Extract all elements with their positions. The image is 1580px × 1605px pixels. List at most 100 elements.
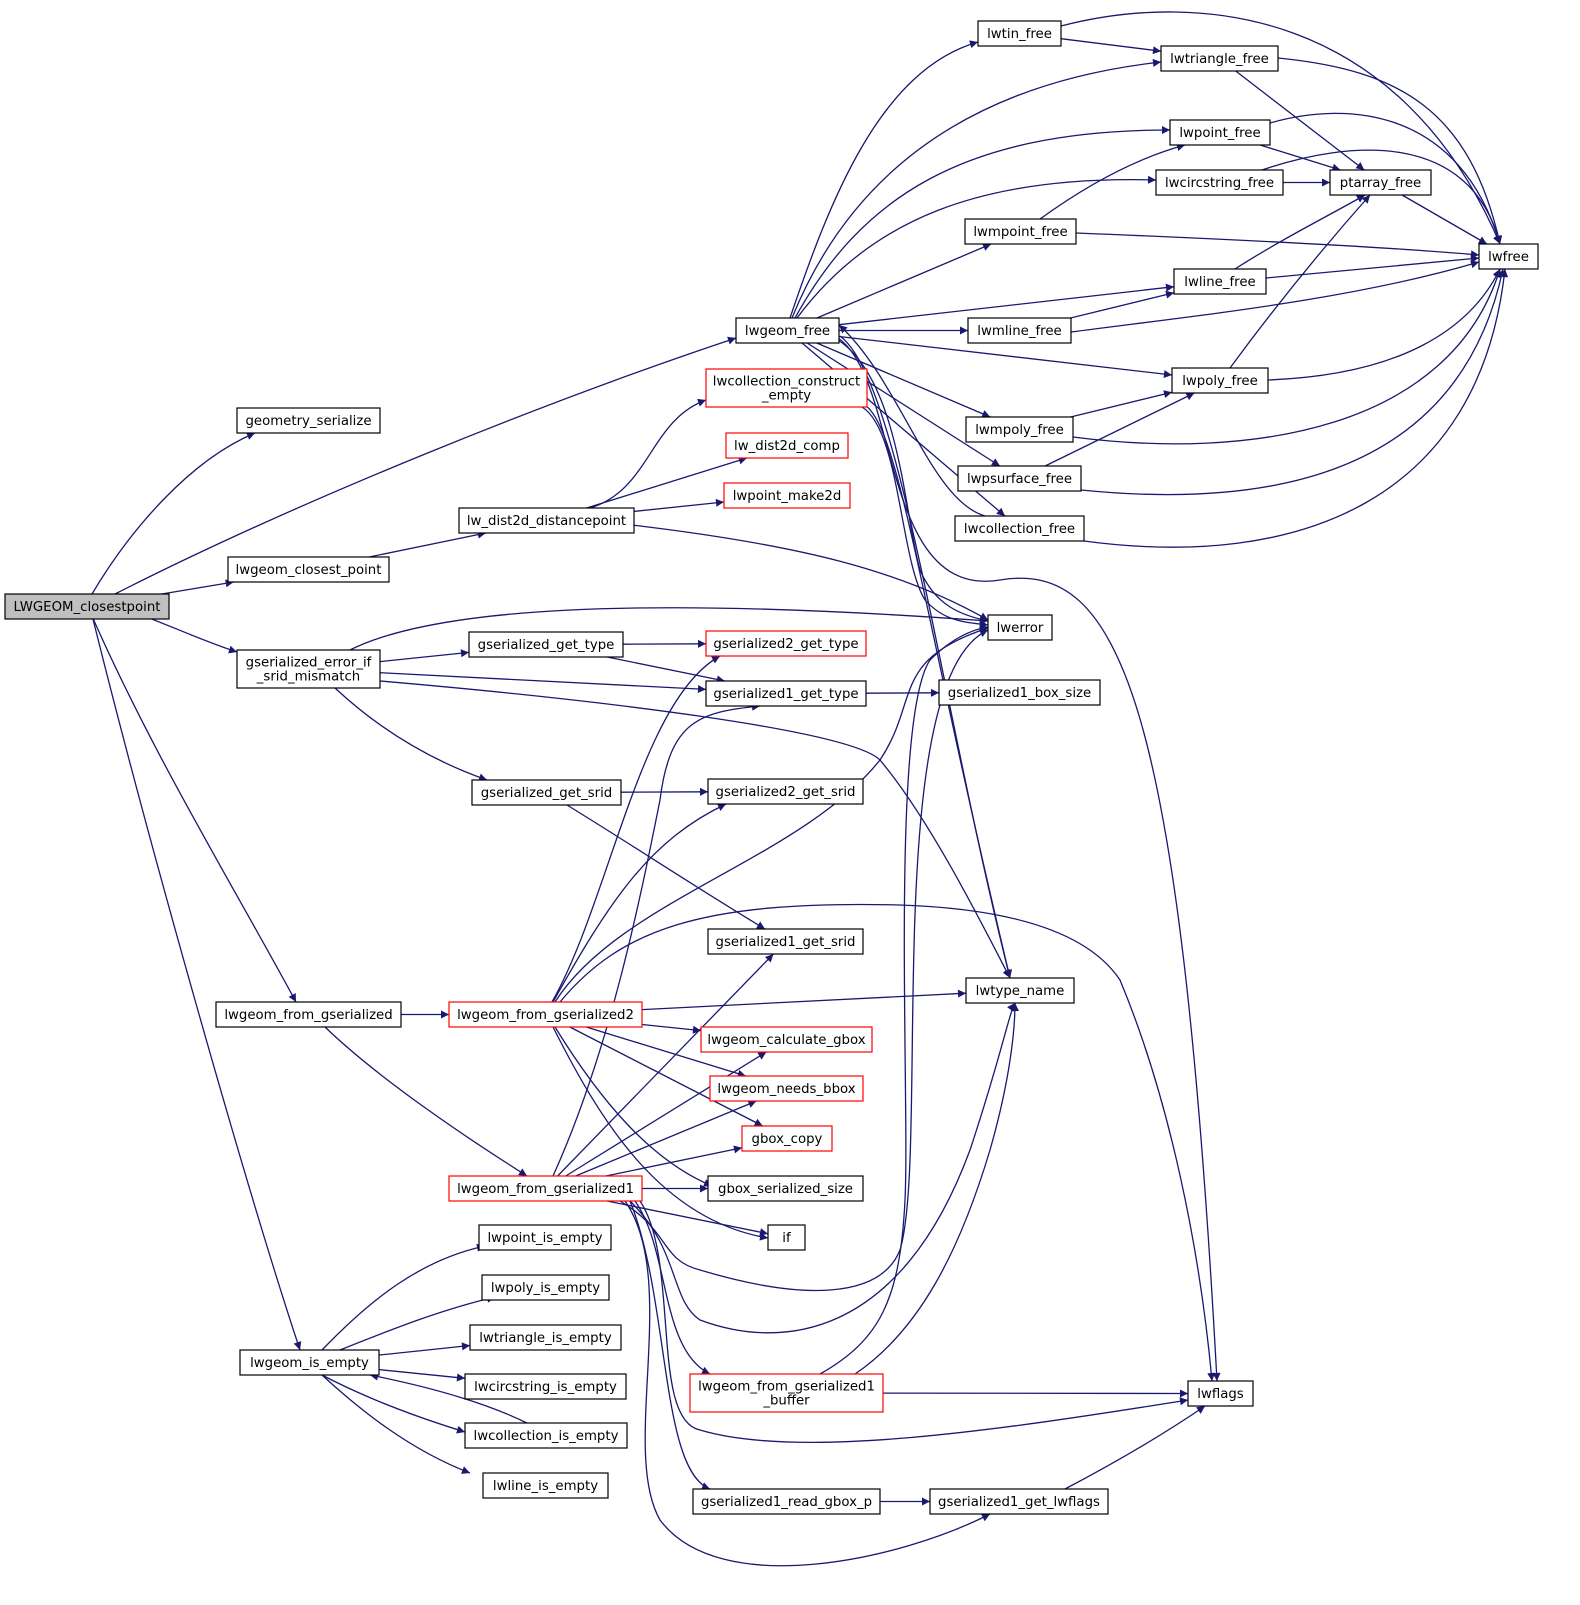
edge-lwgeom_free-to-lwmpoint_free	[816, 243, 992, 319]
node-lwflags[interactable]: lwflags	[1187, 1380, 1254, 1407]
node-box	[938, 679, 1101, 706]
node-lwcollection_is_empty[interactable]: lwcollection_is_empty	[464, 1422, 628, 1449]
edge-lwcircstring_free-to-lwfree	[1261, 149, 1502, 245]
node-gserialized2_get_srid[interactable]: gserialized2_get_srid	[707, 778, 864, 805]
edge-lwgeom_from_gserialized-to-lwgeom_from_gserialized1	[324, 1026, 528, 1177]
node-lwcircstring_free[interactable]: lwcircstring_free	[1155, 169, 1284, 196]
node-label: LWGEOM_closestpoint	[14, 600, 161, 615]
node-label: lwgeom_from_gserialized2	[457, 1008, 634, 1023]
node-box	[965, 416, 1074, 443]
node-box	[705, 630, 867, 657]
node-lwgeom_free[interactable]: lwgeom_free	[735, 317, 840, 344]
node-gserialized1_get_lwflags[interactable]: gserialized1_get_lwflags	[929, 1488, 1109, 1515]
node-label: lw_dist2d_distancepoint	[467, 514, 626, 529]
node-box	[977, 20, 1062, 47]
node-gserialized1_get_type[interactable]: gserialized1_get_type	[705, 680, 867, 707]
edge-lwcollection_free-to-lwfree	[1083, 268, 1509, 548]
node-lwline_free[interactable]: lwline_free	[1173, 268, 1267, 295]
edge-lwgeom_free-to-lwline_free	[838, 283, 1175, 326]
edge-lwgeom_from_gserialized1-to-lwtype_name	[629, 1002, 1016, 1334]
node-gserialized1_read_gbox_p[interactable]: gserialized1_read_gbox_p	[692, 1488, 881, 1515]
node-box	[709, 1075, 864, 1102]
node-lwgeom_needs_bbox[interactable]: lwgeom_needs_bbox	[709, 1075, 864, 1102]
node-gserialized2_get_type[interactable]: gserialized2_get_type	[705, 630, 867, 657]
node-lwfree[interactable]: lwfree	[1478, 243, 1539, 270]
node-label: lwgeom_closest_point	[236, 563, 382, 578]
node-lwcircstring_is_empty[interactable]: lwcircstring_is_empty	[464, 1373, 627, 1400]
edge-lwgeom_from_gserialized2-to-if	[552, 1026, 769, 1241]
node-lwmpoly_free[interactable]: lwmpoly_free	[965, 416, 1074, 443]
node-label: lwline_free	[1184, 275, 1255, 290]
node-box	[767, 1224, 806, 1251]
edge-root-to-lwgeom_is_empty	[89, 606, 302, 1351]
node-gserialized_get_srid[interactable]: gserialized_get_srid	[471, 779, 622, 806]
edge-lwgeom_from_gserialized2-to-lwgeom_calculate_gbox	[641, 1023, 702, 1034]
node-if[interactable]: if	[767, 1224, 806, 1251]
node-gs_err_srid[interactable]: gserialized_error_if_srid_mismatch	[236, 649, 381, 689]
node-lw_dist2d_distancepoint[interactable]: lw_dist2d_distancepoint	[458, 507, 635, 534]
edge-lwgeom_from_gserialized1-to-lwgeom_calculate_gbox	[565, 1051, 767, 1177]
node-label: _empty	[761, 389, 811, 404]
node-lwtriangle_is_empty[interactable]: lwtriangle_is_empty	[469, 1324, 622, 1351]
node-lwgeom_from_gserialized1[interactable]: lwgeom_from_gserialized1	[448, 1175, 643, 1202]
node-lwtype_name[interactable]: lwtype_name	[965, 977, 1075, 1004]
node-label: lwfree	[1488, 250, 1529, 265]
node-lwcollection_construct_empty[interactable]: lwcollection_construct_empty	[705, 368, 868, 408]
edge-lwgeom_from_gserialized2-to-gserialized2_get_srid	[552, 803, 727, 1003]
node-lwgeom_closest_point[interactable]: lwgeom_closest_point	[227, 556, 390, 583]
edge-lwgeom_is_empty-to-lwpoly_is_empty	[339, 1294, 496, 1351]
edge-lwline_free-to-lwfree	[1265, 254, 1480, 279]
node-label: lwmpoint_free	[973, 225, 1067, 240]
node-box	[741, 1125, 833, 1152]
node-lwmpoint_free[interactable]: lwmpoint_free	[964, 218, 1077, 245]
node-geometry_serialize[interactable]: geometry_serialize	[236, 407, 381, 434]
node-lw_dist2d_comp[interactable]: lw_dist2d_comp	[725, 432, 849, 459]
node-lwpoint_is_empty[interactable]: lwpoint_is_empty	[478, 1224, 612, 1251]
edge-lwgeom_from_gserialized2-to-gserialized2_get_type	[551, 655, 721, 1003]
edge-lwmline_free-to-lwfree	[1070, 260, 1480, 333]
node-label: lwtriangle_is_empty	[479, 1331, 612, 1346]
edge-lwcollection_is_empty-to-lwgeom_is_empty	[369, 1372, 528, 1424]
node-lwpoint_free[interactable]: lwpoint_free	[1169, 119, 1271, 146]
edge-gs_err_srid-to-gserialized1_get_type	[379, 672, 707, 693]
node-lwpoint_make2d[interactable]: lwpoint_make2d	[723, 482, 851, 509]
node-lwgeom_from_gserialized2[interactable]: lwgeom_from_gserialized2	[448, 1001, 643, 1028]
node-lwgeom_from_gserialized1_buffer[interactable]: lwgeom_from_gserialized1_buffer	[689, 1373, 884, 1413]
node-lwmline_free[interactable]: lwmline_free	[967, 317, 1072, 344]
node-box	[239, 1349, 380, 1376]
edge-lwgeom_free-to-lwerror	[837, 339, 989, 624]
node-box	[735, 317, 840, 344]
node-lwgeom_is_empty[interactable]: lwgeom_is_empty	[239, 1349, 380, 1376]
node-box	[471, 779, 622, 806]
node-gserialized_get_type[interactable]: gserialized_get_type	[468, 631, 624, 658]
node-box	[448, 1001, 643, 1028]
node-lwpoly_is_empty[interactable]: lwpoly_is_empty	[481, 1274, 610, 1301]
node-gserialized1_get_srid[interactable]: gserialized1_get_srid	[707, 928, 864, 955]
node-label: lwmline_free	[977, 324, 1061, 339]
node-lwpsurface_free[interactable]: lwpsurface_free	[957, 465, 1082, 492]
node-lwerror[interactable]: lwerror	[987, 614, 1053, 641]
node-lwpoly_free[interactable]: lwpoly_free	[1171, 367, 1269, 394]
node-lwline_is_empty[interactable]: lwline_is_empty	[482, 1472, 609, 1499]
edge-lwgeom_from_gserialized1_buffer-to-lwerror	[819, 624, 989, 1375]
node-root: LWGEOM_closestpoint	[4, 593, 170, 620]
edge-lwgeom_free-to-lwpsurface_free	[806, 342, 1001, 467]
node-label: geometry_serialize	[245, 414, 371, 429]
node-lwtin_free[interactable]: lwtin_free	[977, 20, 1062, 47]
node-lwcollection_free[interactable]: lwcollection_free	[954, 515, 1085, 542]
node-box	[215, 1001, 402, 1028]
node-lwtriangle_free[interactable]: lwtriangle_free	[1160, 45, 1279, 72]
node-lwgeom_from_gserialized[interactable]: lwgeom_from_gserialized	[215, 1001, 402, 1028]
node-ptarray_free[interactable]: ptarray_free	[1329, 169, 1432, 196]
node-gbox_copy[interactable]: gbox_copy	[741, 1125, 833, 1152]
node-gbox_serialized_size[interactable]: gbox_serialized_size	[707, 1175, 864, 1202]
node-box	[469, 1324, 622, 1351]
edge-lwmpoly_free-to-lwpoly_free	[1070, 390, 1173, 418]
node-box	[481, 1274, 610, 1301]
node-lwgeom_calculate_gbox[interactable]: lwgeom_calculate_gbox	[700, 1026, 873, 1053]
node-label: lwcollection_is_empty	[474, 1429, 619, 1444]
node-gserialized1_box_size[interactable]: gserialized1_box_size	[938, 679, 1101, 706]
edge-lwpoint_free-to-lwfree	[1269, 112, 1502, 245]
node-box	[4, 593, 170, 620]
